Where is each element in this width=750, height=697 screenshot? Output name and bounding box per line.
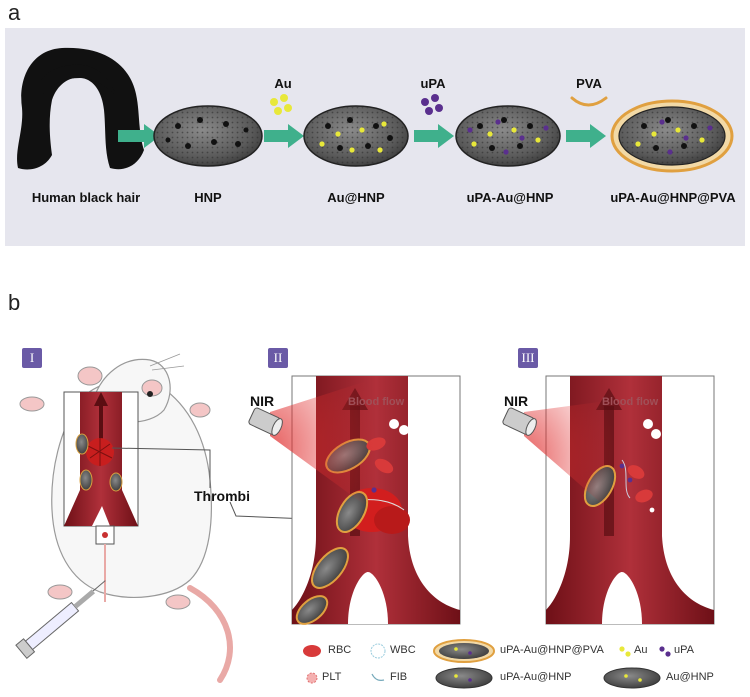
vessel-panel-2 xyxy=(248,375,461,625)
blood-flow-label-3: Blood flow xyxy=(602,396,659,408)
legend-au-icon xyxy=(619,646,631,657)
legend-plt-label: PLT xyxy=(322,671,342,683)
upa-au-hnp-label: uPA-Au@HNP xyxy=(466,190,554,205)
hnp-particle-icon xyxy=(153,105,263,167)
upa-au-hnp-particle-icon xyxy=(455,105,561,167)
panel-a-graphic xyxy=(17,47,734,173)
au-reagent-icon xyxy=(270,94,292,115)
step-badge-3: III xyxy=(518,348,538,368)
au-hnp-label: Au@HNP xyxy=(327,190,385,205)
legend-fib-label: FIB xyxy=(390,671,408,683)
upa-reagent-icon xyxy=(421,94,443,115)
au-reagent-label: Au xyxy=(274,76,292,91)
pva-reagent-label: PVA xyxy=(576,76,602,91)
legend-au-label: Au xyxy=(634,644,648,656)
vessel-panel-3 xyxy=(502,375,715,625)
pva-reagent-icon xyxy=(570,96,608,107)
arrow-3-icon xyxy=(414,124,454,148)
upa-reagent-label: uPA xyxy=(420,76,446,91)
thrombi-label: Thrombi xyxy=(194,488,250,504)
rat-illustration-icon xyxy=(15,353,233,683)
legend-upa-icon xyxy=(659,646,671,657)
legend-rbc-label: RBC xyxy=(328,644,352,656)
panel-b-letter: b xyxy=(8,290,21,315)
hnp-label: HNP xyxy=(194,190,222,205)
legend-upa-au-hnp-icon xyxy=(435,667,493,689)
nir-lamp-icon-2 xyxy=(248,407,283,436)
legend-plt-icon xyxy=(306,672,318,684)
upa-au-hnp-pva-label: uPA-Au@HNP@PVA xyxy=(610,190,736,205)
nir-lamp-icon-3 xyxy=(502,407,537,436)
blood-flow-label-2: Blood flow xyxy=(348,396,405,408)
legend-au-hnp-label: Au@HNP xyxy=(666,671,714,683)
legend-upa-au-hnp-label: uPA-Au@HNP xyxy=(500,671,572,683)
panel-b-graphic xyxy=(15,353,715,689)
hair-icon xyxy=(17,47,144,170)
arrow-1-icon xyxy=(118,124,160,148)
nir-label-3: NIR xyxy=(504,393,529,409)
step-badge-2: II xyxy=(268,348,288,368)
legend-upa-au-hnp-pva-icon xyxy=(433,639,495,663)
panel-a-letter: a xyxy=(8,0,21,25)
legend-fib-icon xyxy=(371,673,385,681)
step-badge-1: I xyxy=(22,348,42,368)
legend-upa-label: uPA xyxy=(674,644,694,656)
legend-au-hnp-icon xyxy=(603,667,661,689)
hair-label: Human black hair xyxy=(31,190,141,205)
au-hnp-particle-icon xyxy=(303,105,409,167)
legend-upa-au-hnp-pva-label: uPA-Au@HNP@PVA xyxy=(500,644,604,656)
arrow-2-icon xyxy=(264,124,304,148)
upa-au-hnp-pva-particle-icon xyxy=(610,99,734,173)
legend-wbc-label: WBC xyxy=(390,644,416,656)
nir-label-2: NIR xyxy=(250,393,275,409)
legend-rbc-icon xyxy=(303,645,321,657)
legend-wbc-icon xyxy=(370,643,386,659)
arrow-4-icon xyxy=(566,124,606,148)
